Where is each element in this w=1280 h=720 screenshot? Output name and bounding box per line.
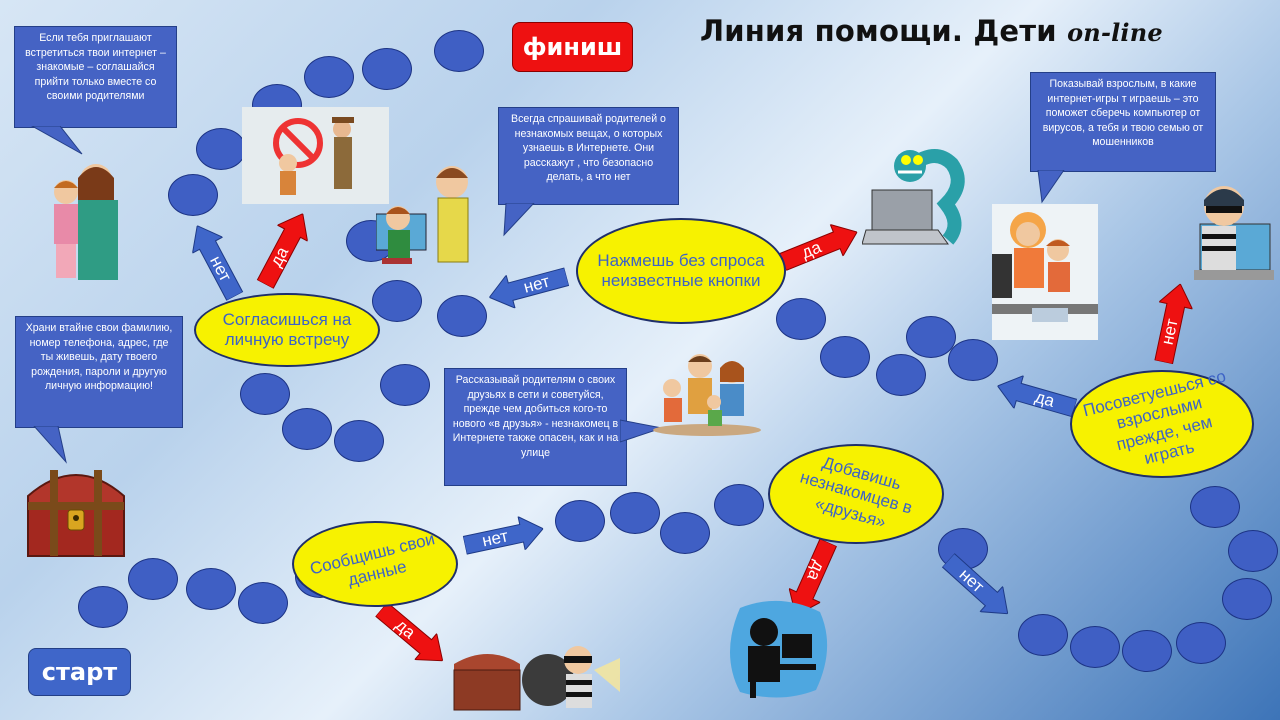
arrow-label: да: [798, 237, 825, 263]
stranger-at-computer-icon: [730, 600, 828, 698]
mother-daughter-icon: [54, 164, 118, 280]
start-label: старт: [28, 648, 131, 696]
arrow-label: да: [803, 558, 829, 584]
question-share-data: Сообщишь свои данные: [292, 521, 458, 607]
question-friends: Добавишь незнакомцев в «друзья»: [768, 444, 944, 544]
path-circle: [240, 373, 290, 415]
path-circle: [1070, 626, 1120, 668]
path-circle: [168, 174, 218, 216]
question-buttons-text: Нажмешь без спроса неизвестные кнопки: [597, 250, 765, 290]
tip-games-text: Показывай взрослым, в какие интернет-игр…: [1042, 78, 1204, 149]
path-circle: [196, 128, 246, 170]
question-meet-text: Согласишься на личную встречу: [222, 309, 352, 349]
stop-stranger-icon: [242, 107, 389, 204]
arrow-label: нет: [521, 271, 552, 297]
arrow-yes-to-meet: да: [250, 206, 318, 293]
tip-games-pointer: [1037, 170, 1065, 204]
path-circle: [1222, 578, 1272, 620]
path-circle: [776, 298, 826, 340]
question-ask-adults: Посоветуешься со взрослыми прежде, чем и…: [1070, 367, 1254, 478]
arrow-no-from-friends: нет: [937, 548, 1019, 627]
arrow-no-to-hacker: нет: [1147, 280, 1197, 365]
virus-monster-icon: [862, 149, 965, 245]
path-circle: [238, 582, 288, 624]
path-circle: [186, 568, 236, 610]
path-circle: [128, 558, 178, 600]
arrow-label: нет: [1157, 316, 1182, 347]
path-circle: [906, 316, 956, 358]
arrow-yes-to-thief: да: [370, 596, 453, 673]
slide-title-main: Линия помощи. Дети: [700, 14, 1057, 48]
arrow-yes-to-stranger: да: [780, 536, 844, 623]
question-buttons: Нажмешь без спроса неизвестные кнопки: [576, 218, 786, 324]
arrow-no-from-data: нет: [461, 512, 546, 562]
path-circle: [1176, 622, 1226, 664]
tip-meet-text: Если тебя приглашают встретиться твои ин…: [25, 32, 166, 103]
path-circle: [610, 492, 660, 534]
tip-meet-box: Если тебя приглашают встретиться твои ин…: [14, 26, 177, 128]
tip-ask-text: Всегда спрашивай родителей о незнакомых …: [511, 113, 666, 184]
arrow-yes-to-virus: да: [777, 216, 864, 277]
path-circle: [1190, 486, 1240, 528]
path-circle: [1018, 614, 1068, 656]
slide-title-online: on-line: [1067, 18, 1163, 47]
path-circle: [555, 500, 605, 542]
family-icon: [653, 354, 761, 436]
path-circle: [372, 280, 422, 322]
slide-title: Линия помощи. Дети on-line: [700, 14, 1163, 48]
tip-meet-pointer: [30, 126, 83, 155]
arrow-label: нет: [206, 252, 236, 285]
path-circle: [362, 48, 412, 90]
arrow-label: да: [266, 243, 293, 270]
thief-icon: [453, 646, 620, 711]
finish-label: финиш: [512, 22, 633, 72]
path-circle: [820, 336, 870, 378]
treasure-chest-icon: [27, 470, 125, 557]
arrow-no-from-buttons: нет: [485, 260, 571, 314]
path-circle: [1122, 630, 1172, 672]
path-circle: [876, 354, 926, 396]
path-circle: [380, 364, 430, 406]
parent-child-icon: [376, 166, 469, 264]
hacker-icon: [1194, 186, 1274, 280]
tip-games-box: Показывай взрослым, в какие интернет-игр…: [1030, 72, 1216, 172]
path-circle: [714, 484, 764, 526]
tip-friends-text: Рассказывай родителям о своих друзьях в …: [452, 374, 619, 460]
parents-kids-computer-icon: [992, 204, 1098, 340]
tip-ask-box: Всегда спрашивай родителей о незнакомых …: [498, 107, 679, 205]
question-meet: Согласишься на личную встречу: [194, 293, 380, 367]
tip-secret-pointer: [33, 426, 67, 464]
path-circle: [78, 586, 128, 628]
tip-secret-text: Храни втайне свои фамилию, номер телефон…: [25, 322, 173, 393]
arrow-label: да: [1032, 387, 1057, 411]
path-circle: [1228, 530, 1278, 572]
question-ask-adults-text: Посоветуешься со взрослыми прежде, чем и…: [1081, 366, 1228, 469]
path-circle: [948, 339, 998, 381]
path-circle: [434, 30, 484, 72]
path-circle: [304, 56, 354, 98]
arrow-label: нет: [480, 526, 510, 551]
tip-ask-pointer: [503, 203, 535, 237]
tip-secret-box: Храни втайне свои фамилию, номер телефон…: [15, 316, 183, 428]
question-friends-text: Добавишь незнакомцев в «друзья»: [797, 453, 915, 533]
path-circle: [660, 512, 710, 554]
arrow-no-to-ask: нет: [182, 218, 250, 305]
tip-friends-pointer: [620, 419, 664, 443]
tip-friends-box: Рассказывай родителям о своих друзьях в …: [444, 368, 627, 486]
question-share-data-text: Сообщишь свои данные: [307, 528, 437, 590]
path-circle: [334, 420, 384, 462]
arrow-yes-to-parents: да: [993, 370, 1079, 425]
path-circle: [282, 408, 332, 450]
path-circle: [437, 295, 487, 337]
